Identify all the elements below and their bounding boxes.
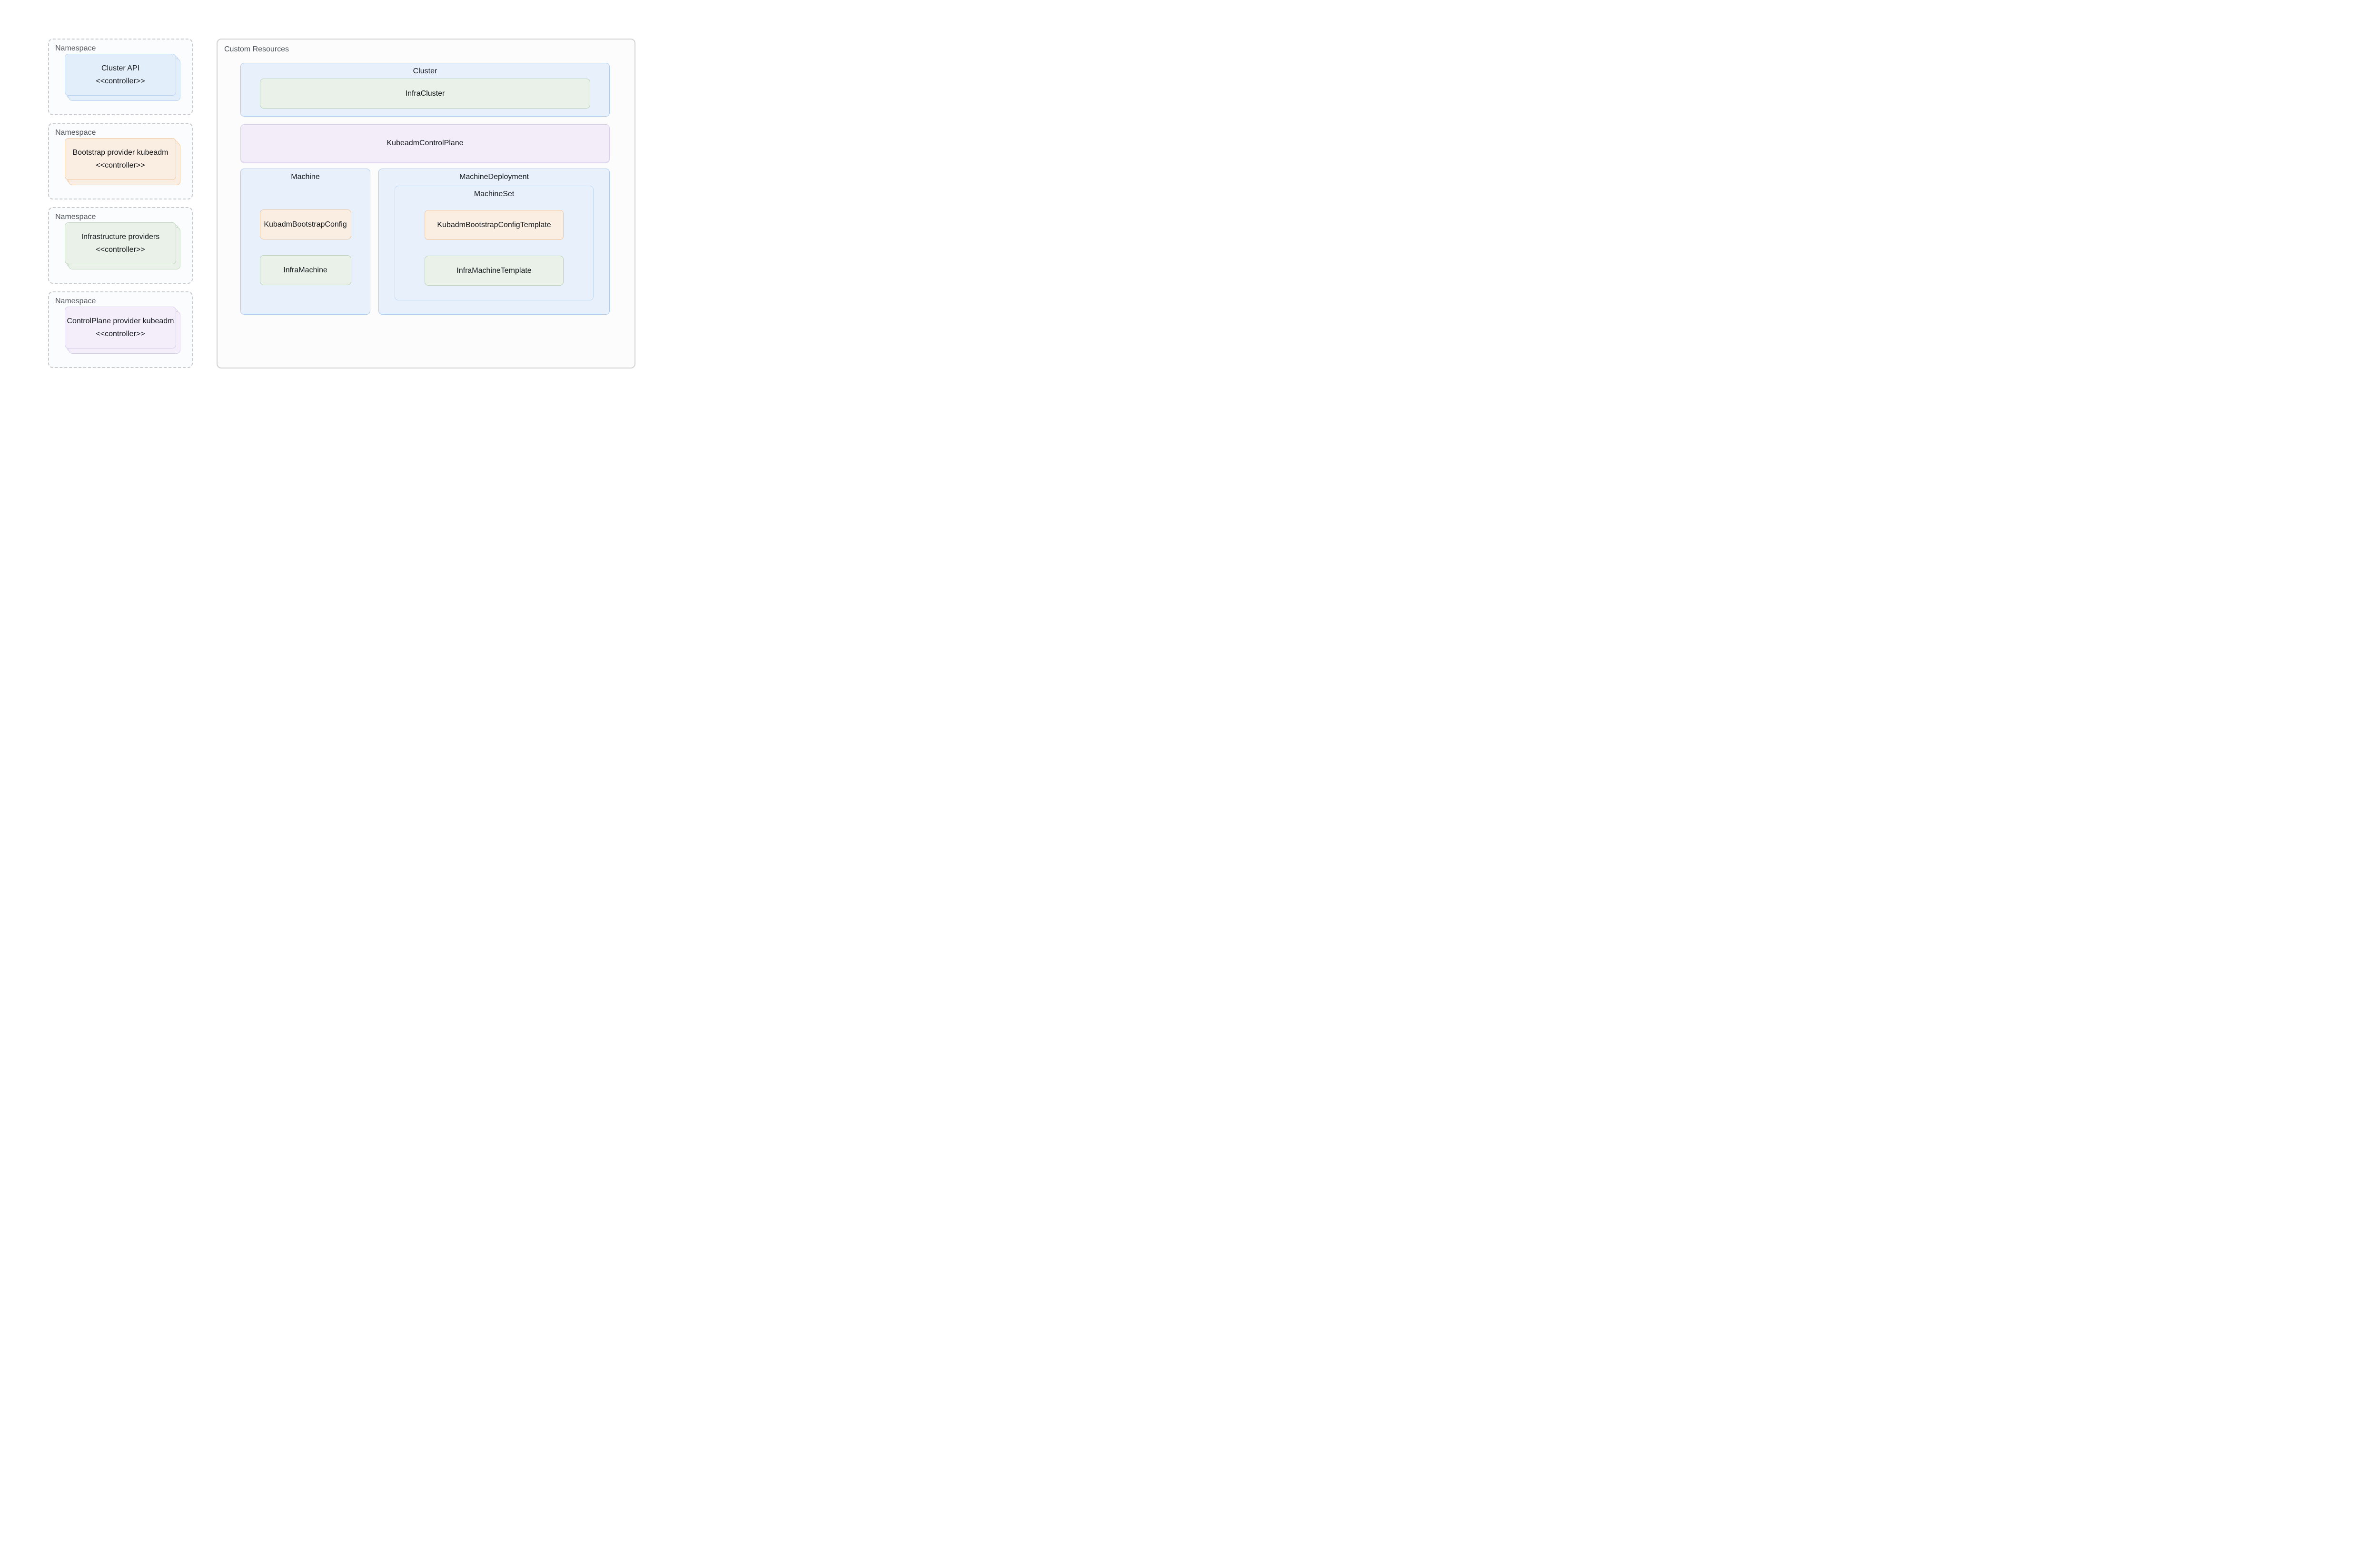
namespace-box-infrastructure-providers: Namespace Infrastructure providers <<con…: [48, 207, 193, 284]
namespace-column: Namespace Cluster API <<controller>> Nam…: [48, 39, 193, 376]
namespace-label: Namespace: [55, 129, 96, 137]
infra-machine-template-label: InfraMachineTemplate: [456, 266, 532, 275]
controller-stereotype: <<controller>>: [96, 330, 145, 338]
namespace-label: Namespace: [55, 213, 96, 221]
kubadm-bootstrap-config-template-label: KubadmBootstrapConfigTemplate: [437, 220, 551, 229]
controller-stereotype: <<controller>>: [96, 161, 145, 169]
cluster-api-architecture-diagram: Namespace Cluster API <<controller>> Nam…: [0, 0, 682, 386]
machine-set-label: MachineSet: [474, 190, 515, 198]
kubadm-bootstrap-config-template-box: KubadmBootstrapConfigTemplate: [425, 210, 564, 240]
cluster-box: Cluster InfraCluster: [240, 63, 610, 117]
namespace-box-bootstrap-provider: Namespace Bootstrap provider kubeadm <<c…: [48, 123, 193, 199]
machine-deployment-label: MachineDeployment: [459, 173, 529, 181]
controller-name: Infrastructure providers: [81, 233, 160, 241]
kubadm-bootstrap-config-label: KubadmBootstrapConfig: [264, 220, 347, 229]
controller-card-controlplane-provider: ControlPlane provider kubeadm <<controll…: [65, 307, 176, 348]
custom-resources-title: Custom Resources: [224, 45, 289, 53]
namespace-label: Namespace: [55, 297, 96, 305]
controller-stereotype: <<controller>>: [96, 77, 145, 85]
controller-card-bootstrap-provider: Bootstrap provider kubeadm <<controller>…: [65, 138, 176, 180]
controller-stereotype: <<controller>>: [96, 246, 145, 254]
controller-name: ControlPlane provider kubeadm: [67, 317, 174, 325]
kubeadm-control-plane-label: KubeadmControlPlane: [387, 139, 464, 147]
namespace-box-controlplane-provider: Namespace ControlPlane provider kubeadm …: [48, 291, 193, 368]
kubadm-bootstrap-config-box: KubadmBootstrapConfig: [259, 209, 351, 239]
infra-machine-box: InfraMachine: [259, 255, 351, 285]
infra-machine-label: InfraMachine: [283, 266, 327, 274]
namespace-label: Namespace: [55, 44, 96, 52]
controller-name: Bootstrap provider kubeadm: [72, 149, 169, 157]
machine-deployment-box: MachineDeployment MachineSet KubadmBoots…: [378, 169, 610, 315]
machine-set-box: MachineSet KubadmBootstrapConfigTemplate…: [395, 186, 594, 300]
infra-cluster-box: InfraCluster: [260, 79, 590, 109]
controller-card-infrastructure-providers: Infrastructure providers <<controller>>: [65, 222, 176, 264]
controller-card-cluster-api: Cluster API <<controller>>: [65, 54, 176, 96]
custom-resources-panel: Custom Resources Cluster InfraCluster Ku…: [217, 39, 635, 368]
infra-cluster-label: InfraCluster: [405, 89, 445, 98]
namespace-box-cluster-api: Namespace Cluster API <<controller>>: [48, 39, 193, 115]
infra-machine-template-box: InfraMachineTemplate: [425, 256, 564, 286]
cluster-label: Cluster: [413, 67, 437, 75]
machine-box: Machine KubadmBootstrapConfig InfraMachi…: [240, 169, 370, 315]
kubeadm-control-plane-box: KubeadmControlPlane: [240, 124, 610, 162]
controller-name: Cluster API: [101, 64, 140, 72]
machine-label: Machine: [291, 173, 320, 181]
